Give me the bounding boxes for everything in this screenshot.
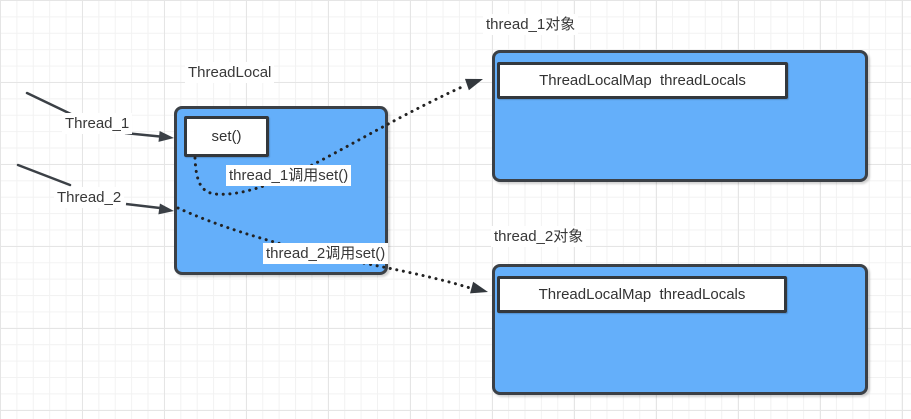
thread2-object-node[interactable]: ThreadLocalMap threadLocals bbox=[492, 264, 868, 395]
threadlocal-title[interactable]: ThreadLocal bbox=[185, 62, 275, 83]
thread2-arrow bbox=[125, 202, 174, 215]
thread2-label[interactable]: Thread_2 bbox=[54, 187, 125, 208]
thread1-threadlocalmap-label: ThreadLocalMap threadLocals bbox=[539, 72, 746, 89]
edge2-label[interactable]: thread_2调用set() bbox=[263, 243, 389, 264]
thread1-object-title[interactable]: thread_1对象 bbox=[483, 14, 579, 35]
thread2-threadlocalmap-box[interactable]: ThreadLocalMap threadLocals bbox=[497, 276, 787, 313]
edge1-label[interactable]: thread_1调用set() bbox=[226, 165, 352, 186]
thread1-arrow bbox=[124, 130, 174, 142]
set-method-box[interactable]: set() bbox=[184, 116, 269, 157]
thread2-leader-line bbox=[16, 163, 72, 187]
thread2-object-title[interactable]: thread_2对象 bbox=[491, 226, 587, 247]
set-method-label: set() bbox=[211, 128, 242, 145]
thread2-threadlocalmap-label: ThreadLocalMap threadLocals bbox=[538, 286, 746, 303]
thread1-label[interactable]: Thread_1 bbox=[62, 113, 133, 134]
thread1-threadlocalmap-box[interactable]: ThreadLocalMap threadLocals bbox=[497, 62, 788, 99]
thread1-object-node[interactable]: ThreadLocalMap threadLocals bbox=[492, 50, 868, 182]
